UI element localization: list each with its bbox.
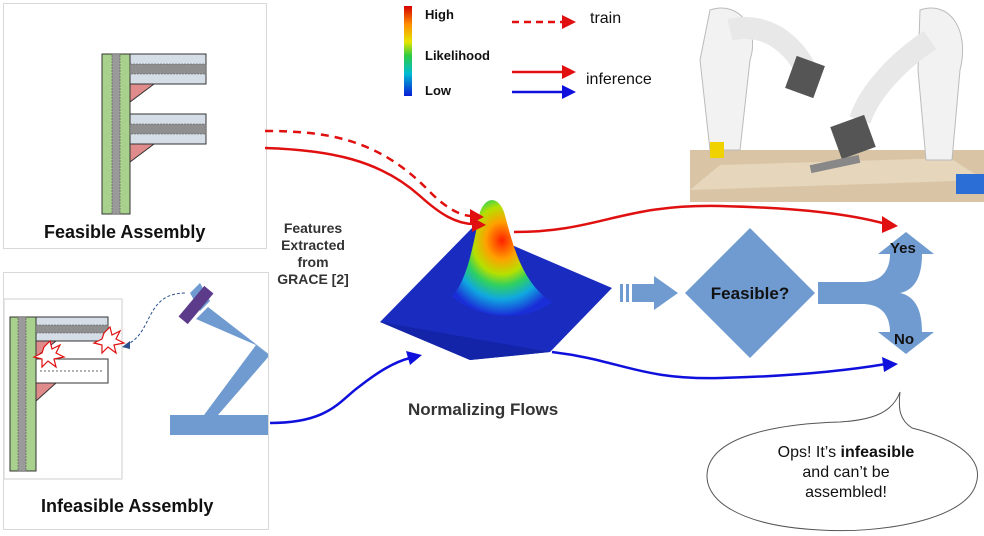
train-path [264, 129, 473, 218]
block-arrow-to-decision [654, 276, 678, 310]
no-label: No [894, 331, 914, 348]
features-line-4: GRACE [2] [277, 271, 349, 287]
infeasible-assembly-drawing [3, 283, 272, 480]
features-line-2: Extracted [281, 237, 345, 253]
robot-photo [690, 0, 984, 202]
inference-blue-path-in [269, 356, 411, 425]
features-line-3: from [297, 254, 329, 270]
normalizing-flows-caption: Normalizing Flows [408, 400, 559, 419]
likelihood-colorbar [404, 6, 412, 96]
inference-red-path-out [513, 204, 887, 234]
feasible-assembly-panel [3, 3, 267, 249]
bubble-line-3: assembled! [805, 484, 887, 501]
bubble-text: Ops! It’s infeasible and can’t be assemb… [746, 443, 946, 503]
infeasible-assembly-panel [3, 272, 272, 530]
feasible-diamond [685, 228, 815, 358]
yes-label: Yes [890, 240, 916, 257]
features-line-1: Features [283, 220, 343, 236]
feasible-assembly-drawing [101, 53, 207, 215]
bubble-line-2: and can’t be [802, 464, 890, 481]
legend-high: High [425, 7, 454, 22]
inference-blue-path-out [551, 350, 887, 380]
inference-red-path-in [264, 146, 475, 226]
feasible-caption: Feasible Assembly [44, 222, 206, 242]
legend [404, 6, 576, 99]
legend-inference: inference [586, 71, 652, 88]
legend-likelihood: Likelihood [425, 48, 490, 63]
legend-low: Low [425, 83, 451, 98]
yes-no-split-arrow [818, 232, 934, 354]
bubble-line-1: Ops! It’s infeasible [777, 444, 915, 461]
speech-bubble [706, 391, 978, 532]
features-text: Features Extracted from GRACE [2] [262, 220, 364, 288]
infeasible-caption: Infeasible Assembly [41, 496, 214, 516]
legend-train: train [590, 10, 622, 27]
feasible-question: Feasible? [710, 284, 790, 303]
